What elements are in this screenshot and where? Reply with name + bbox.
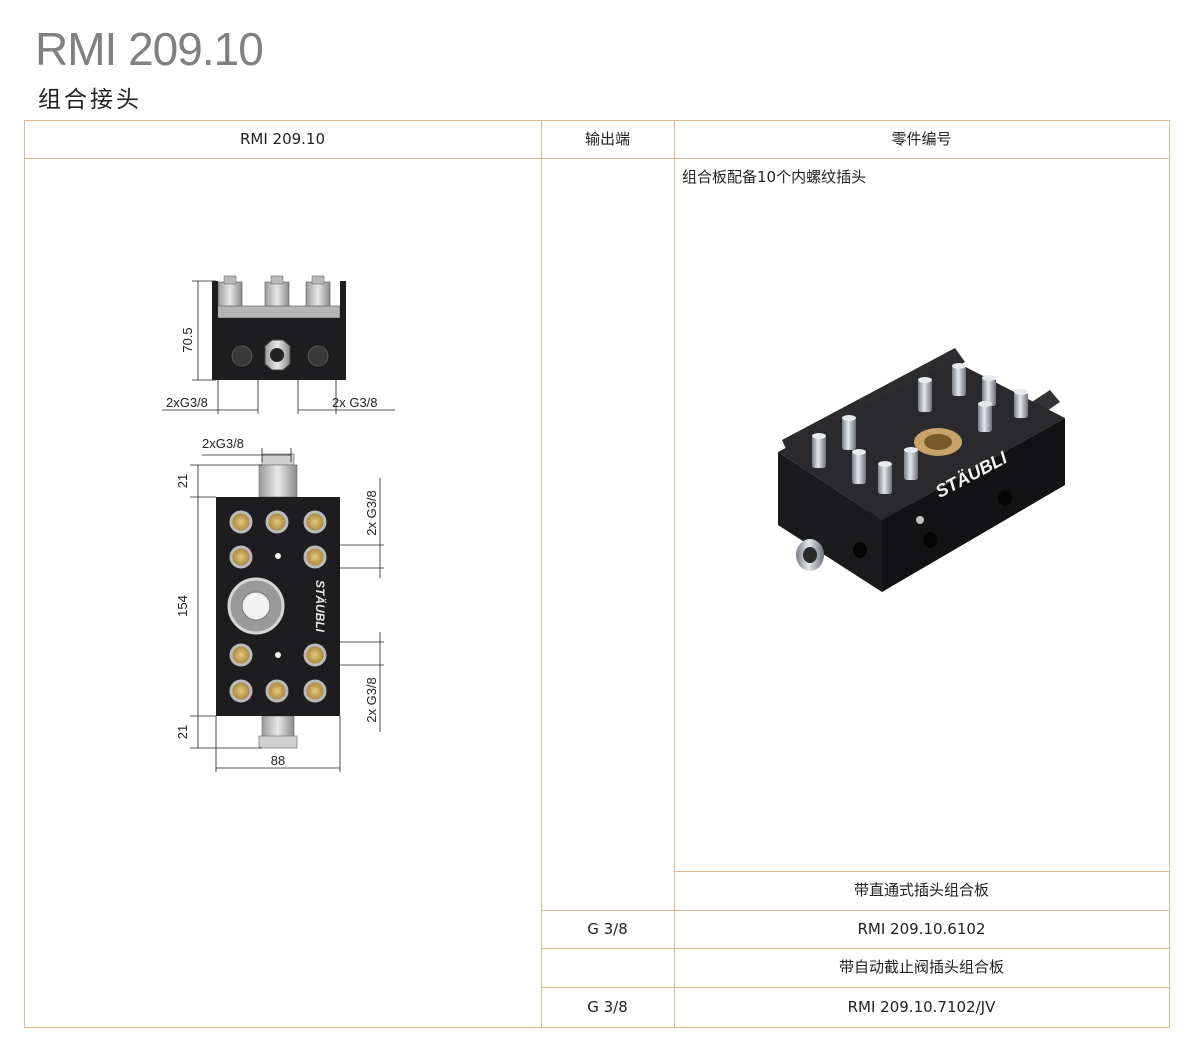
section-label-straight: 带直通式插头组合板 bbox=[853, 881, 989, 899]
output-shutoff: G 3/8 bbox=[587, 998, 628, 1016]
page-subtitle: 组合接头 bbox=[38, 87, 142, 113]
side-view bbox=[212, 275, 346, 380]
dim-top-offset: 21 bbox=[175, 474, 190, 488]
dim-right-upper: 2x G3/8 bbox=[364, 490, 379, 536]
product-photo: STÄUBLI bbox=[778, 348, 1065, 592]
dimension-drawing: 70.5 2xG3/8 2x G3/8 STÄUBLI bbox=[162, 275, 395, 772]
dim-bottom-offset: 21 bbox=[175, 725, 190, 739]
page-title: RMI 209.10 bbox=[35, 23, 264, 75]
dim-right-lower: 2x G3/8 bbox=[364, 677, 379, 723]
dim-port-top: 2xG3/8 bbox=[202, 436, 244, 451]
header-output: 输出端 bbox=[584, 130, 630, 148]
part-number-straight: RMI 209.10.6102 bbox=[857, 920, 986, 938]
part-number-shutoff: RMI 209.10.7102/JV bbox=[847, 998, 996, 1016]
section-label-shutoff: 带自动截止阀插头组合板 bbox=[838, 958, 1004, 976]
dim-port-right: 2x G3/8 bbox=[332, 395, 378, 410]
dim-height-side: 70.5 bbox=[180, 327, 195, 352]
plate-description: 组合板配备10个内螺纹插头 bbox=[682, 168, 867, 186]
dim-body-length: 154 bbox=[175, 595, 190, 617]
top-view: STÄUBLI bbox=[216, 453, 340, 749]
header-model: RMI 209.10 bbox=[239, 130, 326, 148]
output-straight: G 3/8 bbox=[587, 920, 628, 938]
drawing-brand-logo: STÄUBLI bbox=[313, 580, 328, 633]
dim-port-left: 2xG3/8 bbox=[166, 395, 208, 410]
header-part-number: 零件编号 bbox=[891, 130, 952, 148]
dim-width: 88 bbox=[271, 753, 285, 768]
